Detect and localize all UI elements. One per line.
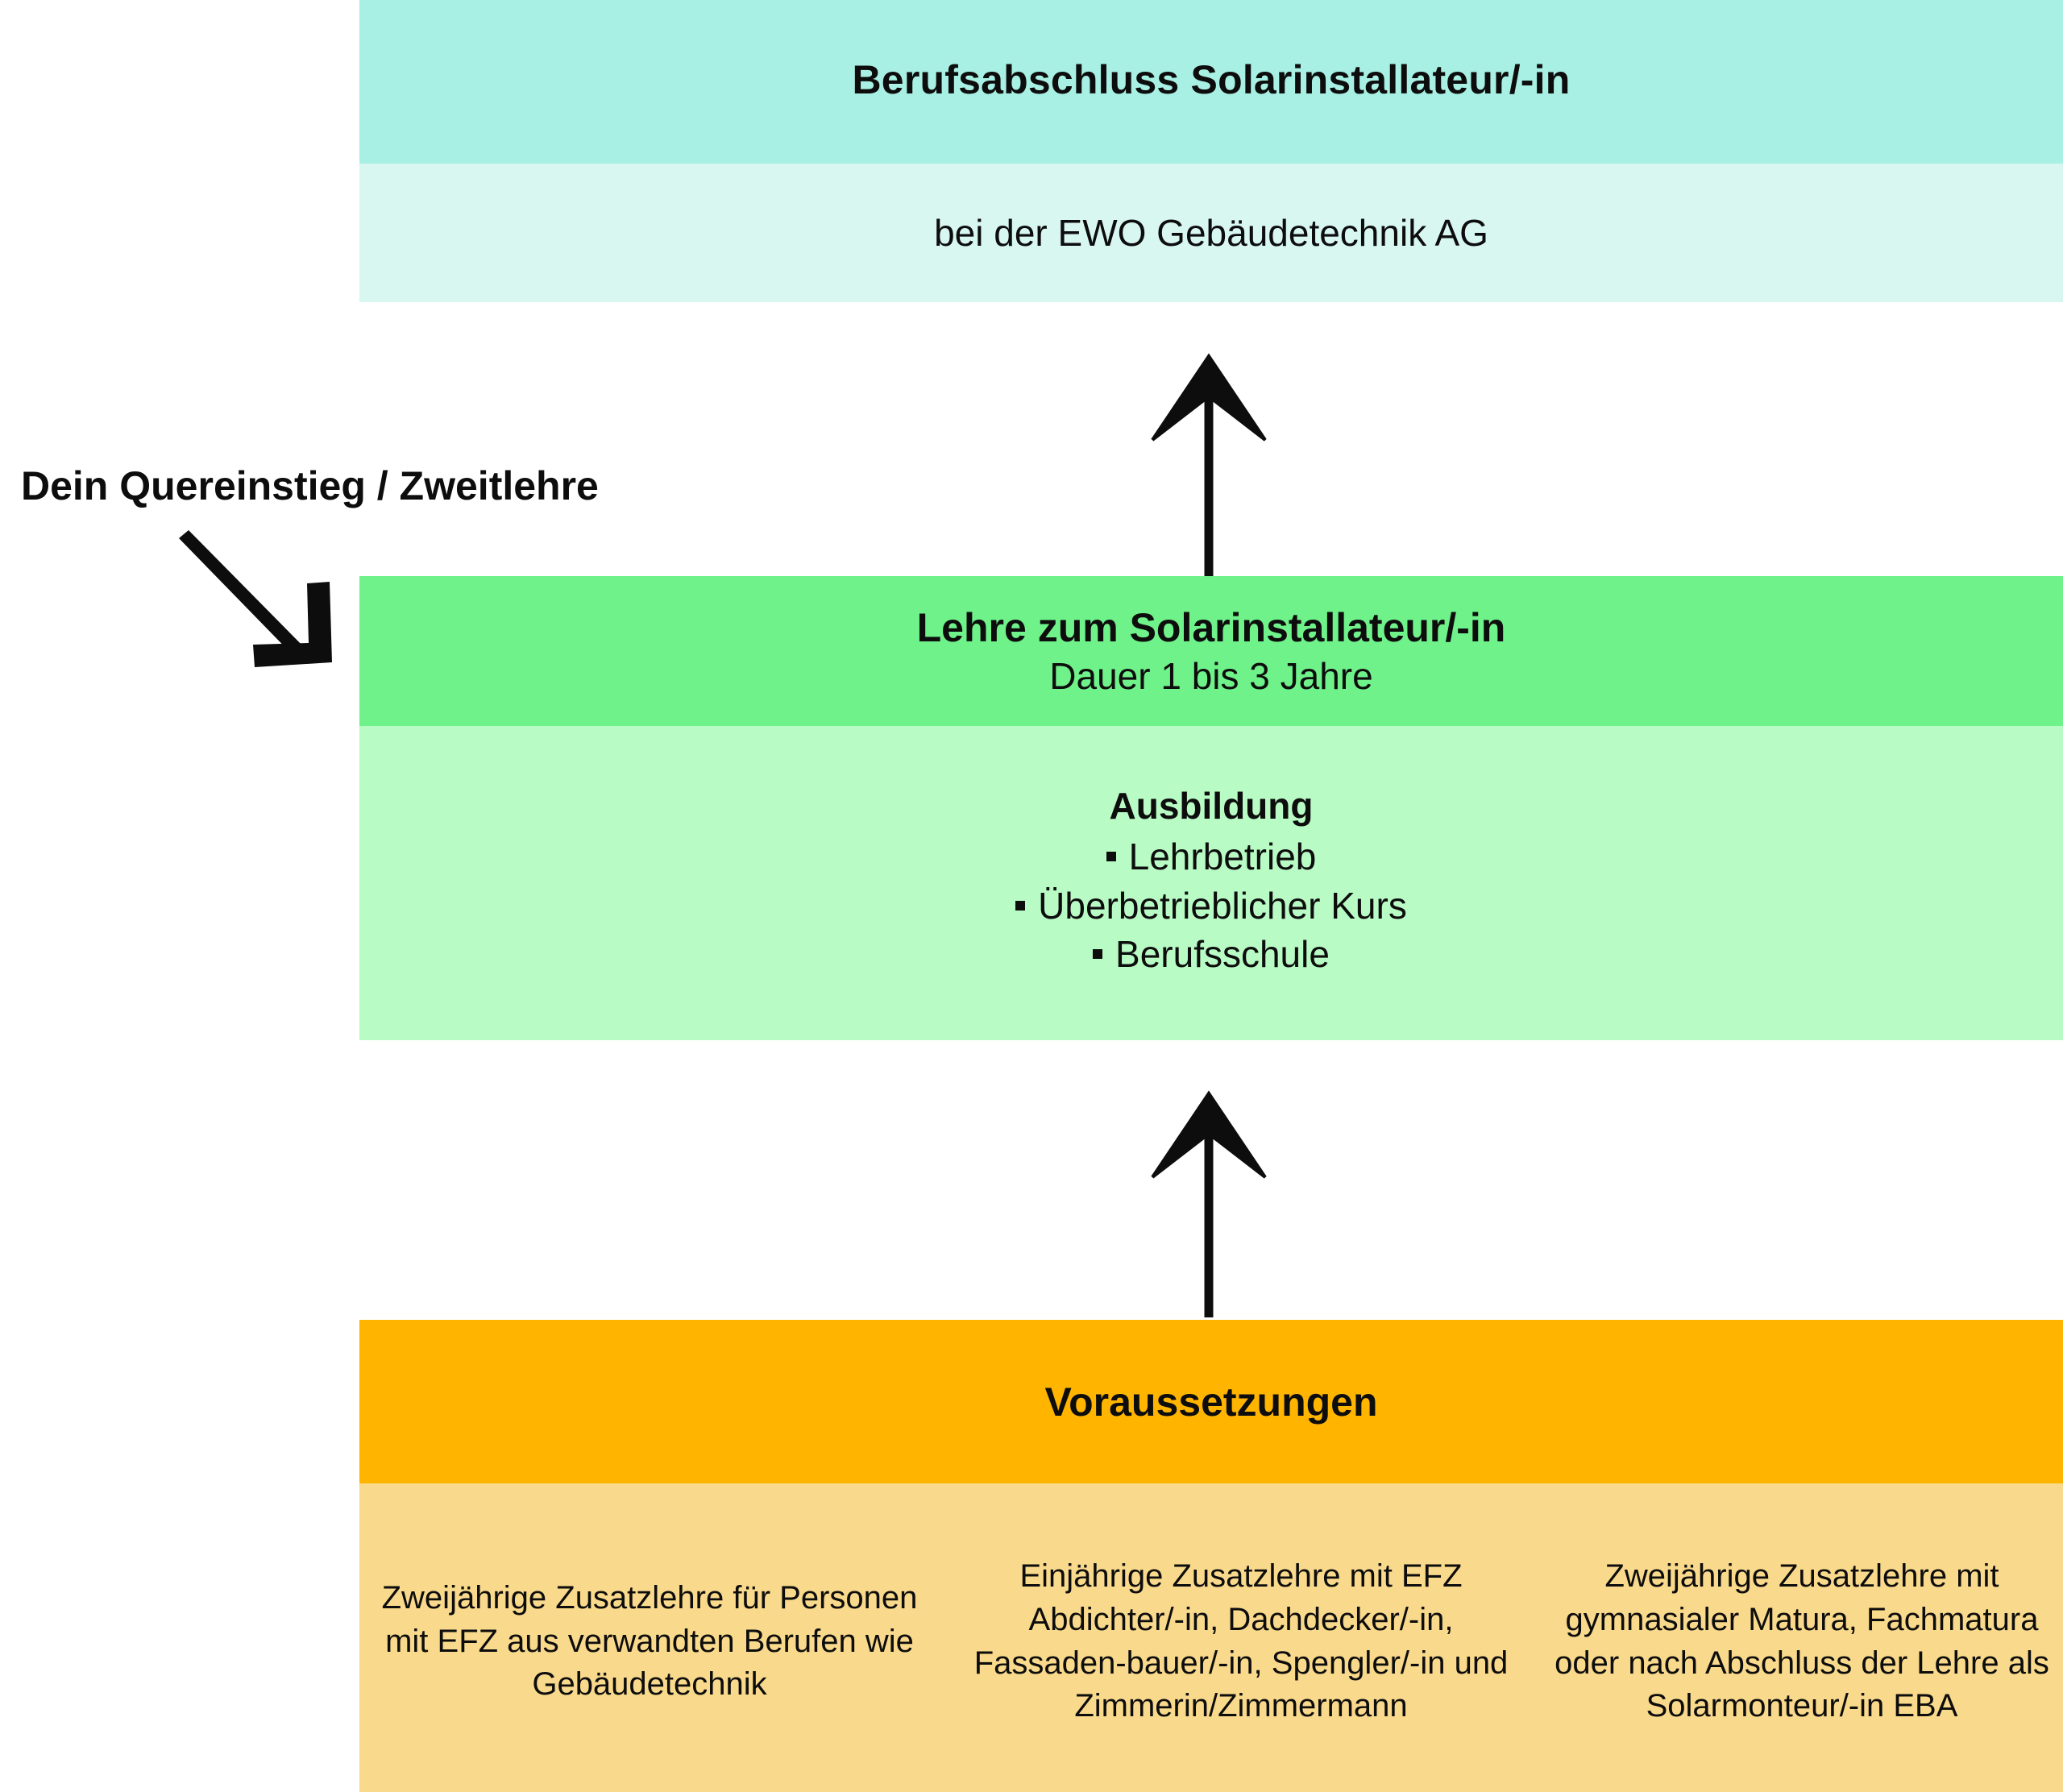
top-subline: bei der EWO Gebäudetechnik AG — [934, 211, 1488, 254]
top-headline: Berufsabschluss Solarinstallateur/-in — [852, 57, 1571, 102]
list-item-label: Überbetrieblicher Kurs — [1038, 884, 1407, 927]
list-item-label: Lehrbetrieb — [1128, 836, 1317, 877]
list-item: Berufsschule — [1015, 930, 1407, 979]
requirement-column: Zweijährige Zusatzlehre mit gymnasialer … — [1555, 1558, 2049, 1724]
list-item: Überbetrieblicher Kurs — [1015, 881, 1407, 931]
list-item-label: Berufsschule — [1115, 933, 1330, 976]
requirement-column: Einjährige Zusatzlehre mit EFZ Abdichter… — [973, 1558, 1509, 1724]
arrow-down-right-icon — [179, 530, 332, 667]
middle-block-header: Lehre zum Solarinstallateur/-in Dauer 1 … — [359, 576, 2063, 726]
middle-block-body: Ausbildung Lehrbetrieb Überbetrieblicher… — [359, 726, 2063, 1040]
bottom-block-header: Voraussetzungen — [359, 1320, 2063, 1483]
top-block-body: bei der EWO Gebäudetechnik AG — [359, 164, 2063, 302]
entry-label: Dein Quereinstieg / Zweitlehre — [21, 463, 599, 508]
bullet-square-icon — [1093, 949, 1103, 960]
list-item: Lehrbetrieb — [1015, 832, 1407, 881]
bottom-headline: Voraussetzungen — [1044, 1379, 1378, 1425]
bottom-block-body: Zweijährige Zusatzlehre für Personen mit… — [359, 1483, 2063, 1792]
bullet-square-icon — [1106, 851, 1116, 861]
training-bullet-list: Lehrbetrieb Überbetrieblicher Kurs Beruf… — [1015, 832, 1407, 979]
arrow-up-icon — [1151, 1090, 1267, 1317]
top-block-header: Berufsabschluss Solarinstallateur/-in — [359, 0, 2063, 164]
middle-headline: Lehre zum Solarinstallateur/-in — [916, 604, 1506, 650]
middle-subline: Dauer 1 bis 3 Jahre — [1049, 654, 1373, 697]
training-section-title: Ausbildung — [1109, 785, 1314, 827]
requirement-column: Zweijährige Zusatzlehre für Personen mit… — [381, 1580, 918, 1703]
arrow-up-icon — [1151, 353, 1267, 580]
bullet-square-icon — [1015, 900, 1026, 911]
